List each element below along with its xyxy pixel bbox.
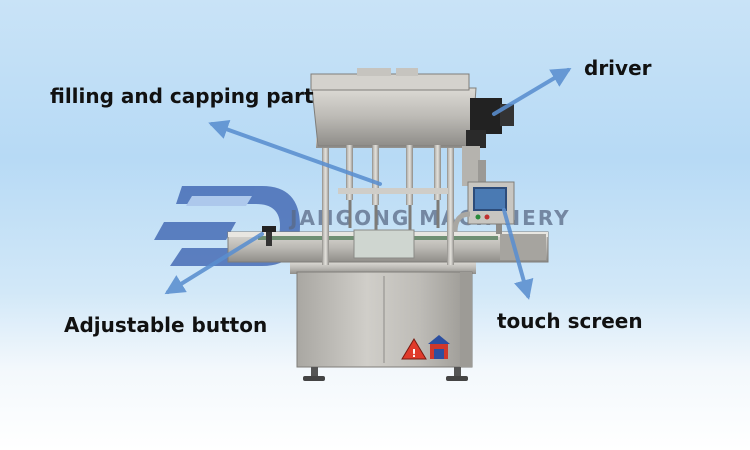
arrow-filling [208, 119, 382, 186]
arrow-driver [492, 67, 572, 116]
callout-driver: driver [584, 56, 652, 80]
machine-frame [310, 68, 477, 265]
arrow-adjust [164, 232, 264, 295]
callout-touch-screen: touch screen [497, 309, 643, 333]
filling-nozzles [338, 145, 448, 259]
machine-cabinet [290, 262, 476, 381]
adjustable-knob [262, 226, 276, 246]
warning-stickers: ! [401, 335, 450, 360]
callout-filling-capping: filling and capping part [50, 84, 314, 108]
svg-text:!: ! [411, 347, 416, 360]
callout-adjustable-button: Adjustable button [64, 313, 268, 337]
callout-arrows [164, 67, 572, 300]
arrow-touch [502, 208, 534, 300]
watermark-text: JANGONG MACHINERY [288, 206, 571, 230]
